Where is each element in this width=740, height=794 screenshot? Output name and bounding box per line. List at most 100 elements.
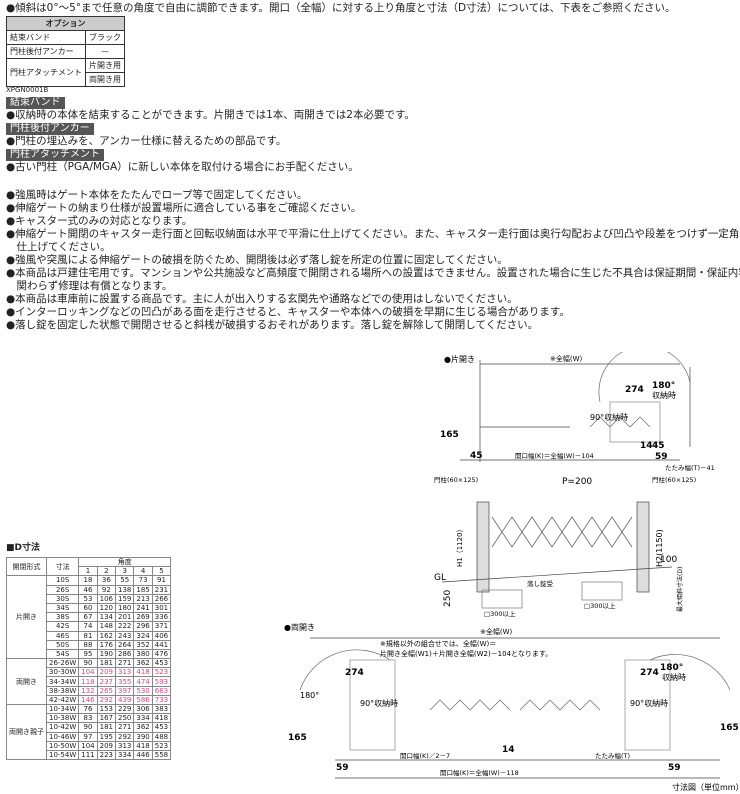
- diagram-two-label: ●両開き: [284, 623, 315, 632]
- d-value: 586: [133, 694, 153, 706]
- d-value: 67: [78, 612, 98, 623]
- diagram-one-45b: 45: [470, 451, 483, 461]
- note-line: 関わらず修理は有償となります。: [6, 280, 173, 292]
- d-value: 390: [133, 731, 153, 742]
- diagram-two-180: 180°: [300, 691, 319, 700]
- diagram-two-storage: 収納時: [662, 672, 686, 682]
- elev-h2: H2(1150): [655, 529, 664, 567]
- d-value: 148: [96, 621, 117, 632]
- d-value: 523: [151, 667, 172, 678]
- d-angle-head: 4: [133, 566, 153, 577]
- d-value: 334: [133, 713, 153, 724]
- option-value: 両開き用: [85, 72, 125, 87]
- diagram-one-180: 180°: [652, 381, 675, 391]
- d-size: 10S: [45, 575, 80, 586]
- d-value: 733: [151, 694, 172, 706]
- d-value: 264: [115, 639, 135, 650]
- d-head-type: 開閉形式: [6, 556, 47, 577]
- d-value: 306: [133, 703, 153, 715]
- diagram-two-59: 59: [336, 763, 349, 773]
- d-size: 30S: [45, 593, 80, 604]
- d-value: 371: [151, 621, 172, 632]
- d-size: 38S: [45, 612, 80, 623]
- note-line: ●キャスター式のみの対応となります。: [6, 215, 193, 227]
- d-value: 132: [78, 685, 98, 696]
- d-value: 18: [78, 575, 98, 586]
- d-size: 38-38W: [45, 685, 80, 696]
- d-angle-head: 5: [151, 566, 172, 577]
- elev-gl: GL: [434, 573, 446, 583]
- elev-max-d: 最大傾斜寸法(D): [676, 567, 684, 612]
- d-value: 222: [115, 621, 135, 632]
- d-value: 334: [115, 749, 135, 761]
- d-group-type: 片開き: [6, 575, 47, 660]
- d-value: 488: [151, 731, 172, 742]
- d-value: 397: [115, 685, 135, 696]
- d-value: 97: [78, 731, 98, 742]
- d-value: 104: [78, 667, 98, 678]
- d-angle-head: 3: [115, 566, 135, 577]
- d-value: 134: [96, 612, 117, 623]
- diagram-two-note1: ※規格以外の組合せでは、全幅(W)＝: [380, 639, 496, 648]
- elev-post-right: 門柱(60×125): [652, 475, 696, 484]
- d-value: 118: [78, 676, 98, 687]
- d-head-size: 寸法: [45, 556, 80, 577]
- d-value: 324: [133, 630, 153, 641]
- diagram-one-14: 14: [640, 441, 653, 451]
- d-value: 441: [151, 639, 172, 650]
- d-value: 213: [133, 593, 153, 604]
- d-value: 663: [151, 685, 172, 696]
- d-value: 46: [78, 584, 98, 595]
- diagram-two-note2: 片開き全幅(W1)＋片開き全幅(W2)－104となります。: [380, 649, 552, 658]
- d-value: 81: [78, 630, 98, 641]
- d-value: 271: [115, 658, 135, 669]
- note-line: ●強風時はゲート本体をたたんでロープ等で固定してください。: [6, 189, 308, 201]
- d-size: 50S: [45, 639, 80, 650]
- diagram-one-label: ●片開き: [444, 354, 475, 364]
- single-gate-plan-diagram: ●片開き ※全幅(W) 開口幅(K)＝全幅(W)－104 たたみ幅(T)－41 …: [440, 352, 715, 472]
- d-size: 26S: [45, 584, 80, 595]
- d-value: 362: [133, 658, 153, 669]
- d-value: 76: [78, 703, 98, 715]
- d-value: 106: [96, 593, 117, 604]
- d-value: 180: [115, 602, 135, 614]
- elev-250: 250: [443, 590, 453, 607]
- d-head-angle: 角度: [78, 556, 172, 568]
- diagram-one-59: 59: [655, 452, 668, 462]
- note-line: ●本商品は戸建住宅用です。マンションや公共施設など高頻度で開閉される場所への設置…: [6, 267, 740, 279]
- d-value: 474: [133, 676, 153, 687]
- diagram-two-open-dim2: 開口幅(K)＝全幅(W)－118: [440, 768, 519, 777]
- d-value: 111: [78, 749, 98, 761]
- d-value: 53: [78, 593, 98, 604]
- elev-100: 100: [660, 555, 677, 565]
- d-value: 418: [133, 667, 153, 678]
- diagram-two-165b: 165: [720, 723, 739, 733]
- d-value: 446: [133, 749, 153, 761]
- note-line: 仕上げてください。: [6, 241, 111, 253]
- d-size: 30-30W: [45, 667, 80, 678]
- d-size: 34-34W: [45, 676, 80, 687]
- diagram-one-open-dim: 開口幅(K)＝全幅(W)－104: [515, 451, 594, 460]
- d-group-type: 両開き親子: [6, 703, 47, 761]
- d-value: 83: [78, 713, 98, 724]
- d-size: 10-50W: [45, 740, 80, 751]
- note-line: ●伸縮ゲートの納まり仕様が設置場所に適合している事をご確認ください。: [6, 202, 362, 214]
- d-value: 352: [133, 639, 153, 650]
- diagram-one-fold-width: たたみ幅(T)－41: [665, 463, 715, 472]
- d-value: 271: [115, 722, 135, 733]
- option-code: XPGN0001B: [6, 86, 49, 94]
- d-value: 185: [133, 584, 153, 595]
- d-value: 209: [96, 740, 117, 751]
- d-value: 269: [133, 612, 153, 623]
- diagram-one-storage: 収納時: [652, 390, 676, 400]
- d-size: 42-42W: [45, 694, 80, 706]
- option-name: 門柱アタッチメント: [6, 58, 86, 87]
- option-name: 門柱後付アンカー: [6, 44, 86, 59]
